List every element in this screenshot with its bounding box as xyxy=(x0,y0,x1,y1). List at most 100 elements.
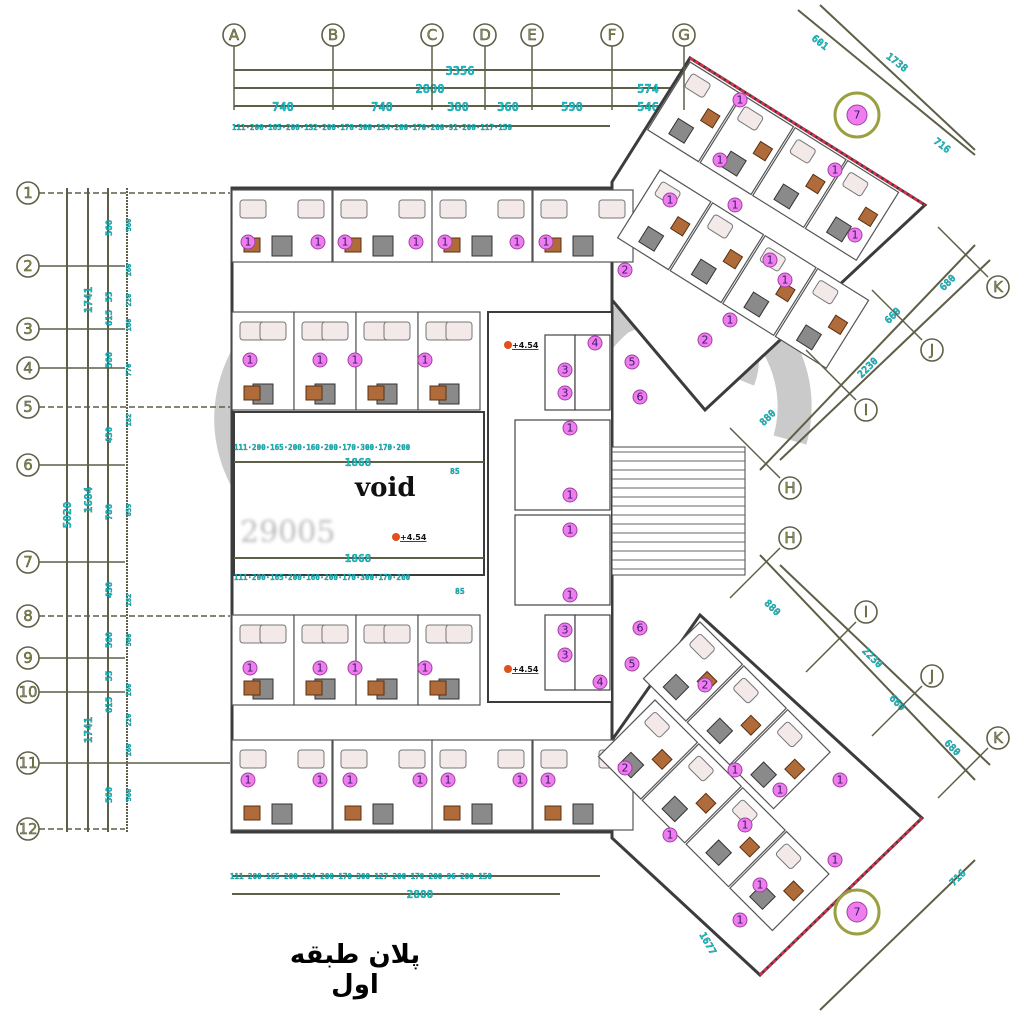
room-number-circle xyxy=(846,104,868,126)
grid-bubble-H: H xyxy=(778,476,802,500)
bathroom-icon xyxy=(271,235,293,257)
room-number-label: 1 xyxy=(767,254,774,267)
dim-left-detail: 560 xyxy=(125,789,133,802)
bed-icon xyxy=(737,106,764,131)
furniture-icon xyxy=(367,385,385,401)
bathroom-icon xyxy=(372,235,394,257)
room-number-tag: 1 xyxy=(662,192,678,208)
dim-top-bay: 740 xyxy=(371,100,393,114)
grid-bubble-label: 12 xyxy=(18,820,37,838)
grid-bubble-label: E xyxy=(527,26,536,44)
room-number-circle xyxy=(827,852,843,868)
room-number-label: 1 xyxy=(442,236,449,249)
furniture-icon xyxy=(827,314,849,336)
guest-room xyxy=(751,126,847,229)
dim-line xyxy=(797,9,976,156)
guest-room xyxy=(431,189,533,263)
dim-line xyxy=(759,554,976,781)
dim-left-overall: 5020 xyxy=(61,502,74,529)
dim-lower-wing: 716 xyxy=(948,868,969,889)
room-number-circle xyxy=(617,262,633,278)
room-number-tag: 1 xyxy=(240,234,256,250)
dim-left-third: 560 xyxy=(105,220,115,236)
room-number-tag: 3 xyxy=(557,647,573,663)
room-number-circle xyxy=(624,354,640,370)
guest-room xyxy=(231,311,295,411)
dim-left-third: 560 xyxy=(105,632,115,648)
bed-icon xyxy=(340,199,368,219)
room-number-tag: 1 xyxy=(772,782,788,798)
dim-left-third: 615 xyxy=(105,697,115,713)
bathroom-icon xyxy=(471,235,493,257)
room-number-label: 1 xyxy=(567,422,574,435)
dim-line xyxy=(819,859,976,1011)
room-number-circle xyxy=(540,772,556,788)
dim-left-third: 560 xyxy=(105,352,115,368)
furniture-icon xyxy=(740,714,762,736)
room-number-circle xyxy=(412,772,428,788)
room-number-circle xyxy=(562,487,578,503)
bathroom-icon xyxy=(271,803,293,825)
room-number-tag: 1 xyxy=(727,762,743,778)
room-number-label: 1 xyxy=(567,589,574,602)
bed-icon xyxy=(259,624,287,644)
grid-bubble-2: 2 xyxy=(16,254,40,278)
room-number-label: 1 xyxy=(417,774,424,787)
room-number-circle xyxy=(312,772,328,788)
grid-line xyxy=(937,226,989,278)
spiral-stair xyxy=(833,91,881,139)
grid-bubble-label: C xyxy=(427,26,437,44)
dim-left-detail: 770 xyxy=(125,364,133,377)
dim-left-detail: 160 xyxy=(125,744,133,757)
dim-line xyxy=(819,4,976,151)
room-number-label: 1 xyxy=(352,662,359,675)
room-number-tag: 1 xyxy=(712,152,728,168)
bed-icon xyxy=(644,712,670,738)
furniture-icon xyxy=(669,215,691,237)
dim-upper-wing: 680 xyxy=(938,273,959,294)
room-number-tag: 2 xyxy=(617,760,633,776)
room-number-label: 1 xyxy=(422,662,429,675)
room-number-tag: 7 xyxy=(846,104,868,126)
bed-icon xyxy=(321,624,349,644)
dim-left-detail: 160 xyxy=(125,264,133,277)
room-number-tag: 1 xyxy=(512,772,528,788)
dim-left-detail: 560 xyxy=(125,219,133,232)
room-number-circle xyxy=(512,772,528,788)
grid-line xyxy=(729,547,781,599)
furniture-icon xyxy=(305,385,323,401)
room-number-circle xyxy=(617,760,633,776)
guest-room xyxy=(730,708,831,810)
room-number-circle xyxy=(437,234,453,250)
grid-bubble-8: 8 xyxy=(16,604,40,628)
room-number-circle xyxy=(697,677,713,693)
level-marker-icon xyxy=(392,533,400,541)
grid-bubble-J: J xyxy=(920,664,944,688)
grid-bubble-circle xyxy=(986,275,1010,299)
guest-room xyxy=(355,614,419,706)
room-wall xyxy=(686,664,788,766)
room-number-circle xyxy=(347,352,363,368)
bed-icon xyxy=(777,721,803,748)
grid-bubble-circle xyxy=(16,356,40,380)
bed-icon xyxy=(688,755,714,782)
grid-bubble-circle xyxy=(778,526,802,550)
grid-bubble-circle xyxy=(16,751,40,775)
bed-icon xyxy=(259,321,287,341)
grid-bubble-label: B xyxy=(328,26,338,44)
room-number-tag: 1 xyxy=(242,660,258,676)
room-number-label: 1 xyxy=(757,879,764,892)
furniture-icon xyxy=(752,140,774,162)
bed-icon xyxy=(445,624,473,644)
dim-left-detail: 182 xyxy=(125,594,133,607)
room-number-tag: 3 xyxy=(557,362,573,378)
furniture-icon xyxy=(651,748,673,771)
room-number-tag: 1 xyxy=(562,420,578,436)
room-number-circle xyxy=(557,647,573,663)
grid-bubble-circle xyxy=(920,664,944,688)
room-number-label: 1 xyxy=(247,354,254,367)
bed-icon xyxy=(733,677,759,704)
room-number-tag: 5 xyxy=(624,656,640,672)
void-label: void xyxy=(354,473,416,503)
room-number-label: 1 xyxy=(737,914,744,927)
